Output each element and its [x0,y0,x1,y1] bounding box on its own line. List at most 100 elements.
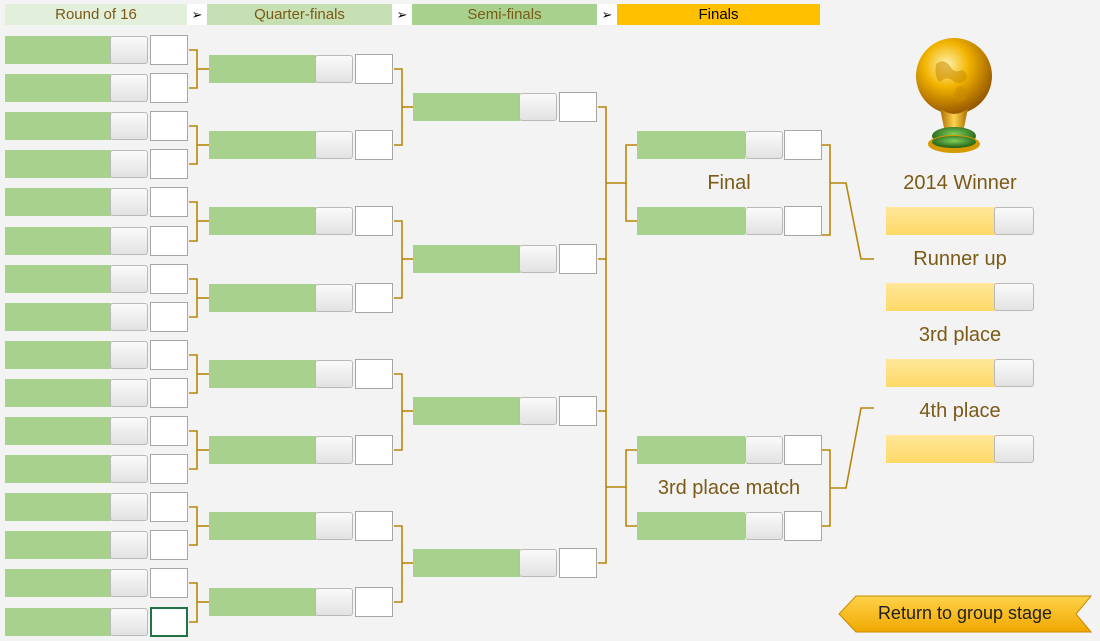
round16-slot-9-team[interactable] [5,341,111,369]
round16-slot-3-dropdown[interactable] [110,112,148,140]
final-slot-2-score[interactable] [784,206,822,236]
quarter-slot-3-team[interactable] [209,207,316,235]
round16-slot-14-score[interactable] [150,530,188,560]
semi-slot-4-score[interactable] [559,548,597,578]
quarter-slot-1-dropdown[interactable] [315,55,353,83]
round16-slot-5-score[interactable] [150,187,188,217]
winner-score-cell[interactable] [994,207,1034,235]
third-match-slot-2-dropdown[interactable] [745,512,783,540]
round16-slot-1-score[interactable] [150,35,188,65]
round16-slot-16-team[interactable] [5,608,111,636]
winner-slot[interactable] [886,207,996,235]
round16-slot-3-score[interactable] [150,111,188,141]
semi-slot-1-score[interactable] [559,92,597,122]
quarter-slot-7-dropdown[interactable] [315,512,353,540]
third-match-slot-1-team[interactable] [637,436,745,464]
quarter-slot-1-team[interactable] [209,55,316,83]
final-slot-2-team[interactable] [637,207,745,235]
semi-slot-2-dropdown[interactable] [519,245,557,273]
round16-slot-12-dropdown[interactable] [110,455,148,483]
round16-slot-8-team[interactable] [5,303,111,331]
quarter-slot-4-team[interactable] [209,284,316,312]
round16-slot-14-team[interactable] [5,531,111,559]
quarter-slot-3-dropdown[interactable] [315,207,353,235]
semi-slot-4-team[interactable] [413,549,520,577]
semi-slot-1-team[interactable] [413,93,520,121]
final-slot-2-dropdown[interactable] [745,207,783,235]
quarter-slot-3-score[interactable] [355,206,393,236]
round16-slot-15-dropdown[interactable] [110,569,148,597]
round16-slot-4-score[interactable] [150,149,188,179]
round16-slot-9-dropdown[interactable] [110,341,148,369]
round16-slot-10-score[interactable] [150,378,188,408]
runner-up-slot[interactable] [886,283,996,311]
round16-slot-4-dropdown[interactable] [110,150,148,178]
quarter-slot-6-team[interactable] [209,436,316,464]
round16-slot-11-dropdown[interactable] [110,417,148,445]
third-match-slot-2-team[interactable] [637,512,745,540]
round16-slot-2-score[interactable] [150,73,188,103]
quarter-slot-8-team[interactable] [209,588,316,616]
semi-slot-1-dropdown[interactable] [519,93,557,121]
round16-slot-5-team[interactable] [5,188,111,216]
round16-slot-2-team[interactable] [5,74,111,102]
quarter-slot-2-dropdown[interactable] [315,131,353,159]
third-place-score-cell[interactable] [994,359,1034,387]
round16-slot-15-score[interactable] [150,568,188,598]
round16-slot-2-dropdown[interactable] [110,74,148,102]
quarter-slot-8-score[interactable] [355,587,393,617]
round16-slot-13-team[interactable] [5,493,111,521]
round16-slot-4-team[interactable] [5,150,111,178]
round16-slot-6-team[interactable] [5,227,111,255]
quarter-slot-6-score[interactable] [355,435,393,465]
quarter-slot-6-dropdown[interactable] [315,436,353,464]
third-match-slot-1-score[interactable] [784,435,822,465]
round16-slot-1-dropdown[interactable] [110,36,148,64]
semi-slot-2-team[interactable] [413,245,520,273]
quarter-slot-4-dropdown[interactable] [315,284,353,312]
final-slot-1-team[interactable] [637,131,745,159]
round16-slot-16-score[interactable] [150,607,188,637]
round16-slot-7-dropdown[interactable] [110,265,148,293]
semi-slot-3-dropdown[interactable] [519,397,557,425]
round16-slot-8-score[interactable] [150,302,188,332]
round16-slot-14-dropdown[interactable] [110,531,148,559]
final-slot-1-score[interactable] [784,130,822,160]
round16-slot-3-team[interactable] [5,112,111,140]
quarter-slot-8-dropdown[interactable] [315,588,353,616]
round16-slot-7-score[interactable] [150,264,188,294]
third-match-slot-2-score[interactable] [784,511,822,541]
round16-slot-10-team[interactable] [5,379,111,407]
quarter-slot-5-team[interactable] [209,360,316,388]
round16-slot-11-score[interactable] [150,416,188,446]
fourth-place-slot[interactable] [886,435,996,463]
round16-slot-7-team[interactable] [5,265,111,293]
round16-slot-15-team[interactable] [5,569,111,597]
round16-slot-12-team[interactable] [5,455,111,483]
fourth-place-score-cell[interactable] [994,435,1034,463]
quarter-slot-7-score[interactable] [355,511,393,541]
final-slot-1-dropdown[interactable] [745,131,783,159]
quarter-slot-5-score[interactable] [355,359,393,389]
semi-slot-2-score[interactable] [559,244,597,274]
round16-slot-5-dropdown[interactable] [110,188,148,216]
round16-slot-9-score[interactable] [150,340,188,370]
runner-up-score-cell[interactable] [994,283,1034,311]
round16-slot-11-team[interactable] [5,417,111,445]
quarter-slot-5-dropdown[interactable] [315,360,353,388]
round16-slot-6-dropdown[interactable] [110,227,148,255]
round16-slot-13-dropdown[interactable] [110,493,148,521]
third-match-slot-1-dropdown[interactable] [745,436,783,464]
semi-slot-4-dropdown[interactable] [519,549,557,577]
semi-slot-3-team[interactable] [413,397,520,425]
round16-slot-6-score[interactable] [150,226,188,256]
quarter-slot-4-score[interactable] [355,283,393,313]
quarter-slot-7-team[interactable] [209,512,316,540]
round16-slot-1-team[interactable] [5,36,111,64]
quarter-slot-1-score[interactable] [355,54,393,84]
quarter-slot-2-team[interactable] [209,131,316,159]
third-place-slot[interactable] [886,359,996,387]
round16-slot-10-dropdown[interactable] [110,379,148,407]
round16-slot-13-score[interactable] [150,492,188,522]
round16-slot-16-dropdown[interactable] [110,608,148,636]
